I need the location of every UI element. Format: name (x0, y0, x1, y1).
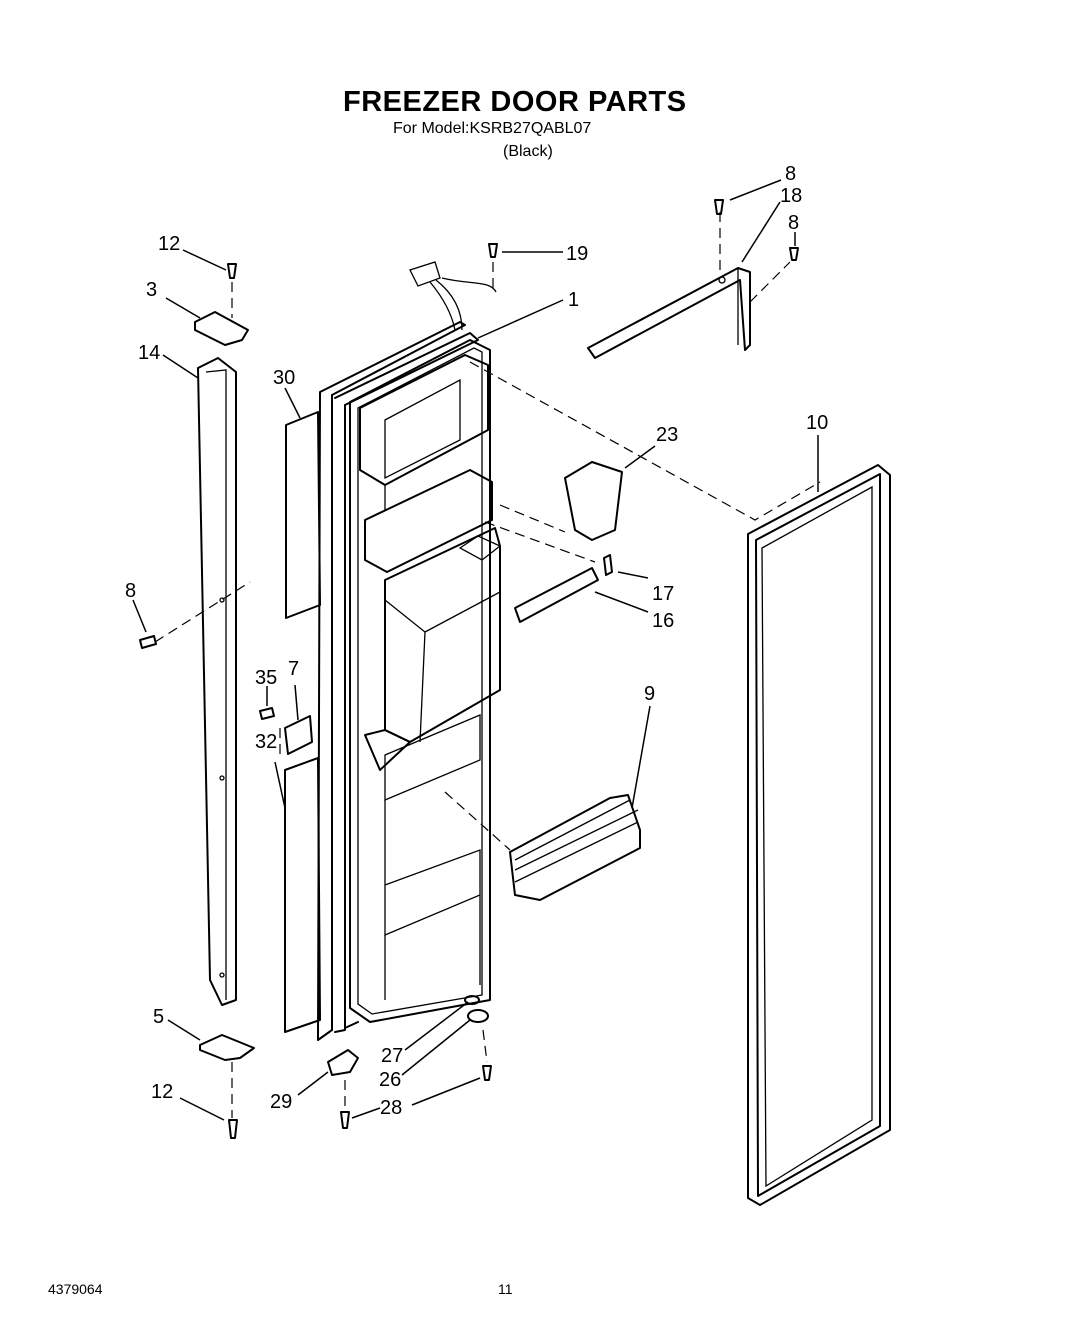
document-number: 4379064 (48, 1281, 103, 1297)
page-number: 11 (498, 1281, 513, 1297)
callout-27: 27 (381, 1045, 403, 1067)
door-handle (197, 357, 237, 1006)
callout-16: 16 (652, 610, 674, 632)
callout-14: 14 (138, 342, 160, 364)
funnel-part-23 (564, 461, 623, 541)
callout-29: 29 (270, 1091, 292, 1113)
assembly-lines (154, 212, 821, 1118)
callout-9: 9 (644, 683, 655, 705)
callout-32: 32 (255, 731, 277, 753)
callout-3: 3 (146, 279, 157, 301)
bracket-part-7 (284, 715, 313, 755)
leader-lines (132, 179, 819, 1121)
callout-12-top: 12 (158, 233, 180, 255)
callout-8-top: 8 (785, 163, 796, 185)
callout-12-bottom: 12 (151, 1081, 173, 1103)
callout-1: 1 (568, 289, 579, 311)
callout-18: 18 (780, 185, 802, 207)
upper-trim-panel (285, 411, 321, 619)
callout-labels: 8 18 8 12 19 3 1 14 30 10 23 8 17 16 9 3… (125, 163, 828, 1119)
callout-26: 26 (379, 1069, 401, 1091)
callout-5: 5 (153, 1006, 164, 1028)
callout-8-right: 8 (788, 212, 799, 234)
hinge-plate-part-29 (327, 1049, 359, 1076)
screw-parts (139, 199, 799, 1139)
door-liner-assembly (317, 261, 502, 1041)
page-title: FREEZER DOOR PARTS (343, 86, 687, 118)
door-gasket (747, 464, 891, 1206)
callout-30: 30 (273, 367, 295, 389)
door-bin-part-9 (509, 794, 641, 901)
top-hinge-part-3 (194, 311, 249, 346)
callout-8-left: 8 (125, 580, 136, 602)
color-line: (Black) (503, 143, 553, 160)
model-line: For Model:KSRB27QABL07 (393, 120, 592, 137)
clip-part-17 (603, 554, 613, 576)
callout-7: 7 (288, 658, 299, 680)
callout-17: 17 (652, 583, 674, 605)
callout-19: 19 (566, 243, 588, 265)
top-trim-bracket (587, 267, 751, 359)
lower-trim-panel (284, 757, 321, 1033)
bottom-hinge-part-5 (199, 1034, 255, 1061)
callout-23: 23 (656, 424, 678, 446)
callout-35: 35 (255, 667, 277, 689)
callout-28: 28 (380, 1097, 402, 1119)
slide-rail-part-16 (514, 567, 599, 623)
callout-10: 10 (806, 412, 828, 434)
